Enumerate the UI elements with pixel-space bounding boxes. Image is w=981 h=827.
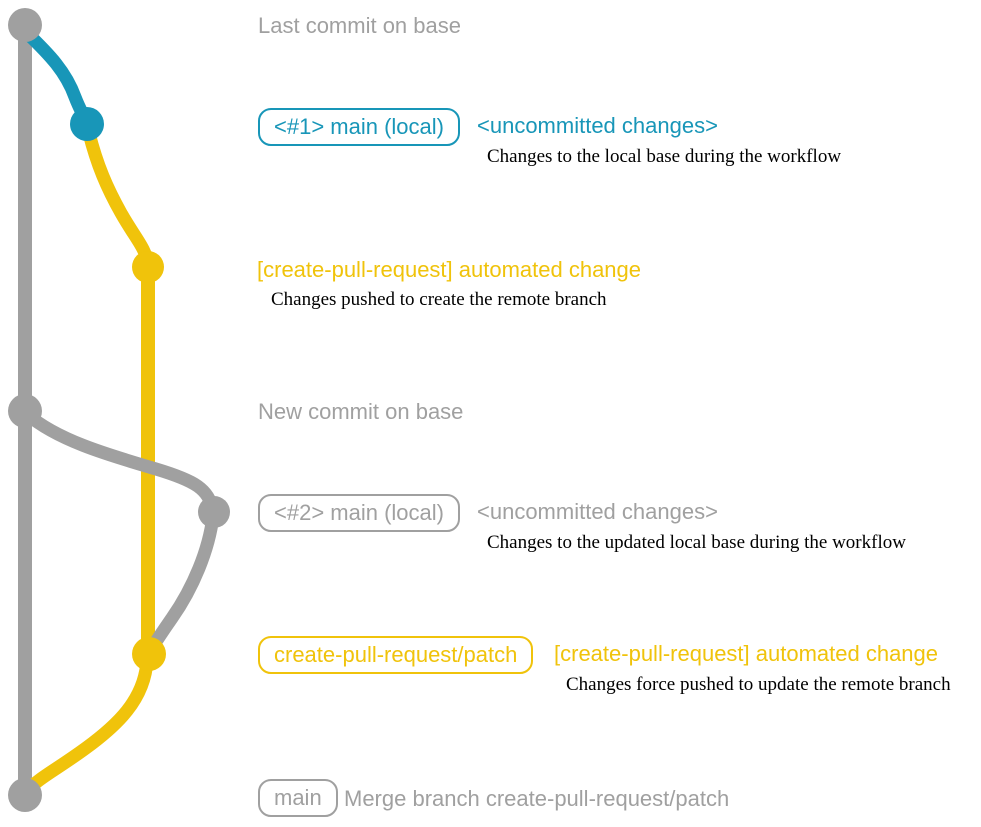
automated-change-1-description: Changes pushed to create the remote bran… xyxy=(271,289,607,310)
main-local-2-branch-curve xyxy=(20,407,220,517)
commit-dot-last-base xyxy=(8,8,42,42)
uncommitted-changes-2-description: Changes to the updated local base during… xyxy=(487,532,906,553)
automated-change-2-title: [create-pull-request] automated change xyxy=(554,641,939,666)
commit-dot-uncommitted-2 xyxy=(198,496,230,528)
uncommitted-changes-2-title: <uncommitted changes> xyxy=(477,499,718,524)
branch-badge-main-local-1: <#1> main (local) xyxy=(258,108,460,146)
commit-dot-uncommitted-1 xyxy=(70,107,104,141)
commit-dot-merge xyxy=(8,778,42,812)
main-local-2-rebase-curve xyxy=(144,509,220,657)
automated-change-1-title: [create-pull-request] automated change xyxy=(257,257,642,282)
merge-commit-label: Merge branch create-pull-request/patch xyxy=(344,786,730,811)
branch-badge-main: main xyxy=(258,779,338,817)
branch-badge-create-pull-request-patch: create-pull-request/patch xyxy=(258,636,534,674)
branch-badge-main-local-2: <#2> main (local) xyxy=(258,494,460,532)
automated-change-2-description: Changes force pushed to update the remot… xyxy=(566,674,951,695)
commit-dot-new-base xyxy=(8,394,42,428)
uncommitted-changes-1-title: <uncommitted changes> xyxy=(477,113,718,138)
commit-dot-automated-2 xyxy=(132,637,166,671)
commit-dot-automated-1 xyxy=(132,251,164,283)
main-local-1-branch-curve xyxy=(19,25,94,130)
patch-branch-merge-curve xyxy=(20,653,154,798)
git-graph xyxy=(8,8,230,812)
new-commit-on-base-label: New commit on base xyxy=(258,399,464,424)
last-commit-on-base-label: Last commit on base xyxy=(258,13,461,38)
uncommitted-changes-1-description: Changes to the local base during the wor… xyxy=(487,146,842,167)
patch-branch-fork-curve xyxy=(82,126,155,272)
